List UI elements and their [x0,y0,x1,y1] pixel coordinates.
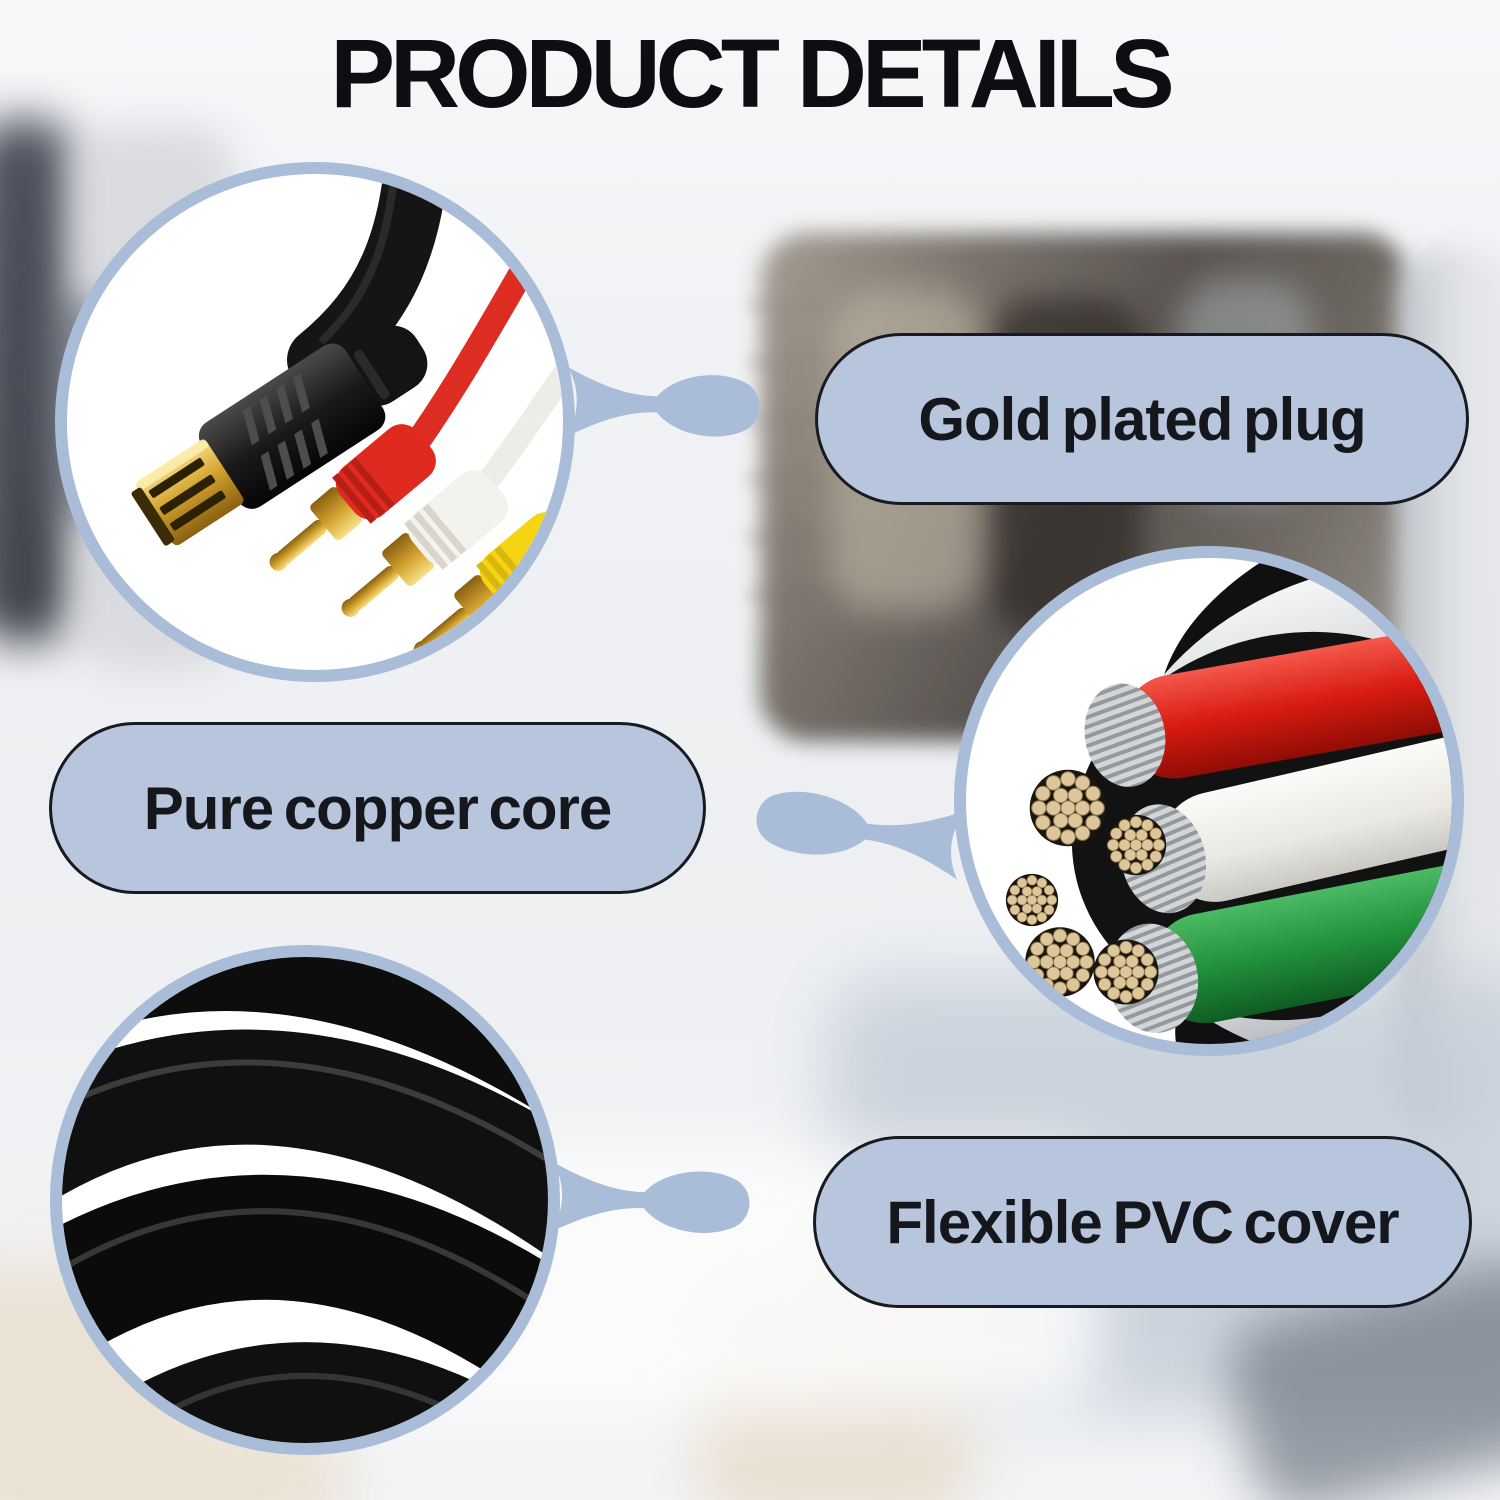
hdmi-rca-plugs-photo [131,174,563,659]
product-photo-circle-pvc-cable [50,945,560,1455]
feature-label-gold-plated-plug: Gold plated plug [918,385,1366,453]
page-title: PRODUCT DETAILS [330,19,1174,128]
rca-plug-white [341,470,508,617]
feature-pill-gold-plated-plug: Gold plated plug [815,333,1469,505]
feature-label-flexible-pvc-cover: Flexible PVC cover [886,1188,1399,1256]
product-photo-circle-copper-core [954,546,1464,1056]
cable-cross-section-photo [1005,558,1452,1044]
feature-label-pure-copper-core: Pure copper core [143,774,613,842]
copper-bundle [1029,769,1107,847]
callout-connector-gold-plated-plug [566,367,760,437]
copper-bundle [1093,939,1159,1005]
copper-bundle [1105,814,1167,876]
feature-pill-flexible-pvc-cover: Flexible PVC cover [813,1136,1472,1308]
product-photo-circle-plugs [55,162,575,682]
callout-connector-flexible-pvc-cover [550,1162,750,1233]
rca-plug-red [269,424,436,571]
coiled-cable-photo [62,957,548,1443]
callout-connector-pure-copper-core [756,791,967,880]
feature-pill-pure-copper-core: Pure copper core [49,722,706,894]
hdmi-connector-illustration [131,325,428,546]
copper-bundle [1005,873,1059,927]
copper-bundle [1024,926,1096,998]
